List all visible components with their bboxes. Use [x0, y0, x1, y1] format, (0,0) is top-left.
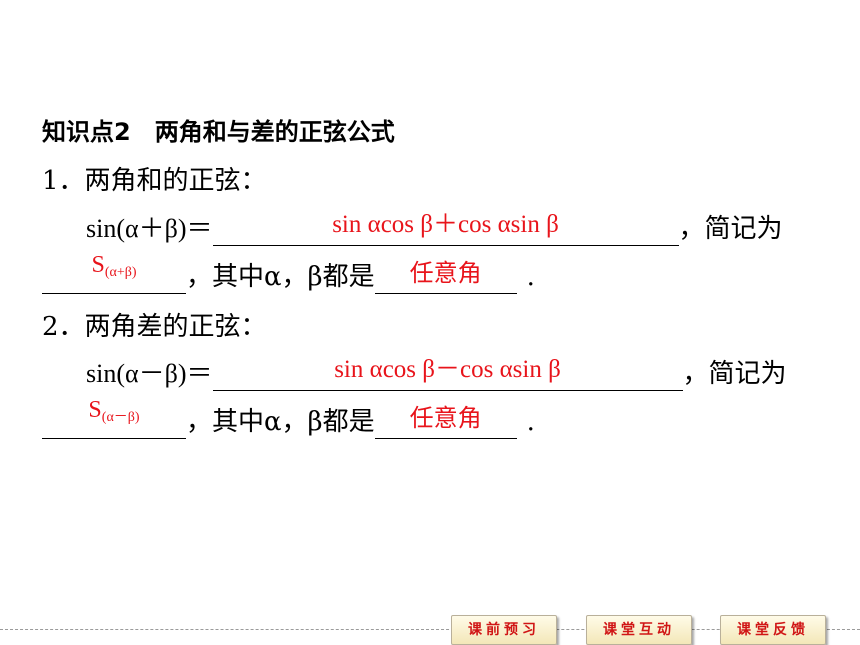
item-1-formula-blank: sin αcos β＋cos αsin β [212, 211, 679, 246]
item-2-formula-left: sin(α－β)＝ [86, 359, 213, 388]
item-2-name-line: S(α－β) ，其中α，β都是 任意角. [42, 397, 535, 439]
footer-divider [0, 629, 860, 630]
item-2-formula-answer: sin αcos β－cos αsin β [334, 356, 561, 383]
item-2-where-text: ，其中α，β都是 [186, 407, 375, 437]
item-1-formula-line: sin(α＋β)＝ sin αcos β＋cos αsin β ，简记为 [86, 211, 783, 246]
item-2-symbol-answer: S(α－β) [88, 397, 140, 425]
item-2-any-answer: 任意角 [409, 404, 482, 432]
item-1-symbol-answer: S(α+β) [91, 252, 137, 280]
item-1-any-answer: 任意角 [409, 259, 482, 287]
item-2-short-name-text: ，简记为 [682, 359, 787, 388]
item-1-formula-left: sin(α＋β)＝ [86, 214, 213, 243]
nav-preview-button[interactable]: 课前预习 [451, 615, 557, 645]
item-2-any-blank: 任意角 [374, 404, 517, 439]
item-2-end: . [526, 407, 535, 437]
item-2-symbol-blank: S(α－β) [42, 397, 186, 439]
heading-title: 两角和与差的正弦公式 [154, 118, 395, 146]
knowledge-point-label: 知识点2 [42, 118, 131, 146]
item-2-label: 2．两角差的正弦： [42, 312, 267, 342]
nav-interaction-button[interactable]: 课堂互动 [586, 615, 692, 645]
item-1-label: 1．两角和的正弦： [42, 166, 267, 196]
nav-feedback-button[interactable]: 课堂反馈 [720, 615, 826, 645]
item-1-end: . [526, 262, 535, 292]
item-1-formula-answer: sin αcos β＋cos αsin β [332, 211, 559, 238]
item-1-where-text: ，其中α，β都是 [186, 262, 375, 292]
item-2-formula-line: sin(α－β)＝ sin αcos β－cos αsin β ，简记为 [86, 356, 787, 391]
item-2-formula-blank: sin αcos β－cos αsin β [212, 356, 683, 391]
item-1-any-blank: 任意角 [374, 259, 517, 294]
item-1-symbol-blank: S(α+β) [42, 252, 186, 294]
item-1-short-name-text: ，简记为 [678, 214, 783, 243]
section-heading: 知识点2 两角和与差的正弦公式 [42, 115, 395, 149]
item-1-name-line: S(α+β) ，其中α，β都是 任意角. [42, 252, 535, 294]
